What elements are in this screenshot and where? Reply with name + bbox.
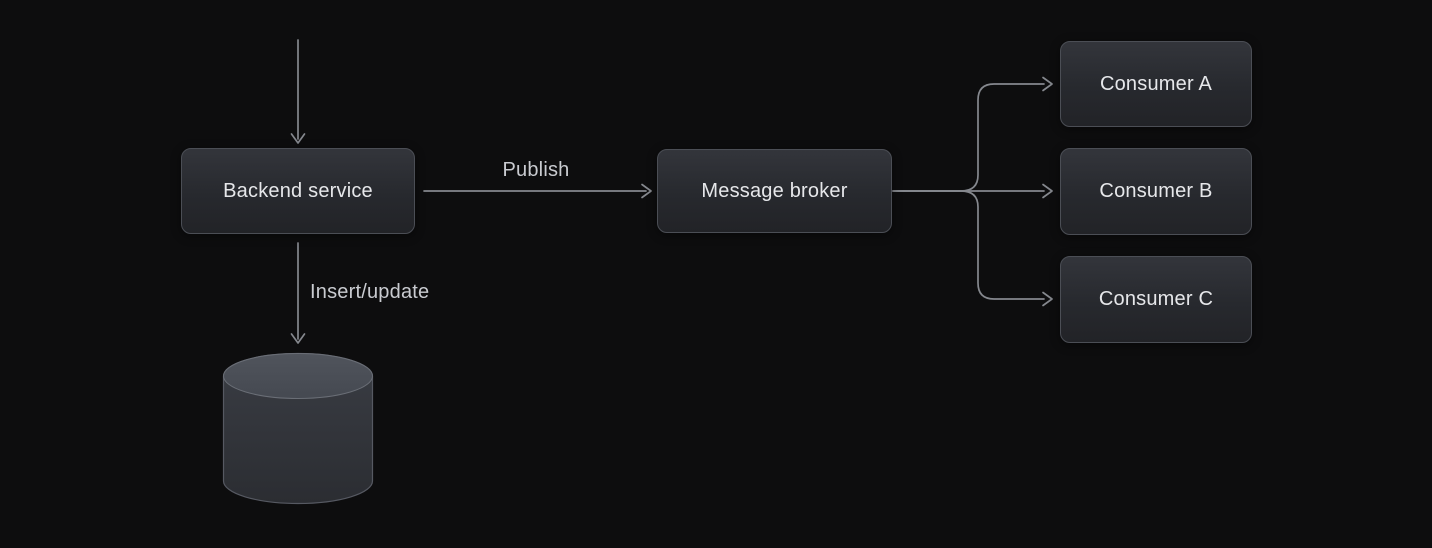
node-message-broker-label: Message broker	[701, 179, 848, 202]
database-icon	[222, 352, 374, 505]
arrow-incoming-to-backend	[290, 39, 306, 144]
node-consumer-c: Consumer C	[1060, 256, 1252, 343]
node-consumer-b-label: Consumer B	[1099, 180, 1213, 202]
edge-label-publish: Publish	[502, 159, 570, 181]
arrow-insert-update	[290, 242, 306, 344]
arrow-fanout-consumer-c	[892, 190, 1053, 307]
node-consumer-c-label: Consumer C	[1098, 288, 1214, 310]
arrow-fanout-consumer-a	[892, 76, 1053, 192]
node-message-broker: Message broker	[657, 149, 892, 233]
node-consumer-a: Consumer A	[1060, 41, 1252, 127]
edge-label-insert-update: Insert/update	[310, 281, 430, 303]
node-backend-service: Backend service	[181, 148, 415, 234]
node-consumer-a-label: Consumer A	[1099, 72, 1213, 95]
arrow-publish	[423, 183, 652, 199]
node-backend-service-label: Backend service	[223, 179, 373, 202]
node-consumer-b: Consumer B	[1060, 148, 1252, 235]
